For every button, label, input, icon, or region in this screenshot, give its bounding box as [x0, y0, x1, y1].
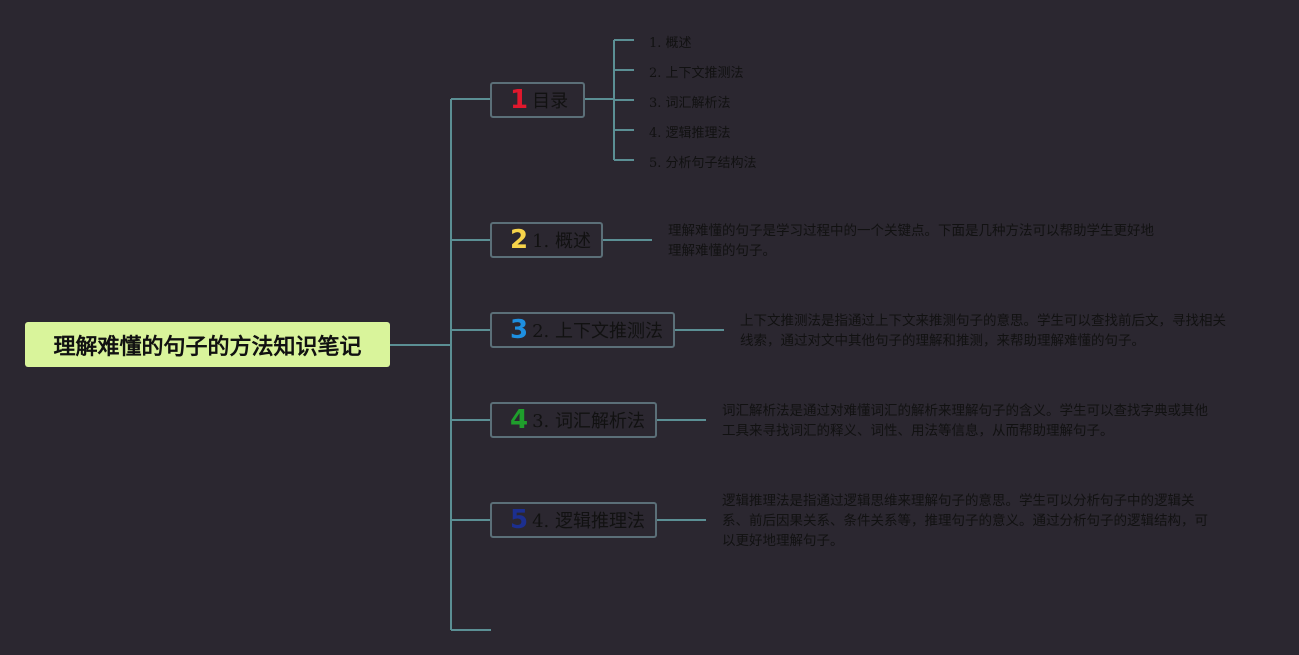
- branch-node-toc[interactable]: 1 目录: [490, 82, 585, 118]
- logic-description[interactable]: 逻辑推理法是指通过逻辑思维来理解句子的意思。学生可以分析句子中的逻辑关系、前后因…: [722, 493, 1208, 549]
- overview-description[interactable]: 理解难懂的句子是学习过程中的一个关键点。下面是几种方法可以帮助学生更好地理解难懂…: [668, 223, 1154, 259]
- branch-label: 3. 词汇解析法: [532, 411, 645, 432]
- vocab-description[interactable]: 词汇解析法是通过对难懂词汇的解析来理解句子的含义。学生可以查找字典或其他工具来寻…: [722, 403, 1208, 439]
- number-3-icon: 3: [510, 315, 529, 345]
- toc-item[interactable]: 3. 词汇解析法: [649, 96, 731, 111]
- root-topic[interactable]: 理解难懂的句子的方法知识笔记: [25, 322, 390, 367]
- branch-node-context[interactable]: 3 2. 上下文推测法: [490, 312, 675, 348]
- root-title: 理解难懂的句子的方法知识笔记: [53, 334, 362, 360]
- number-5-icon: 5: [510, 505, 529, 535]
- number-1-icon: 1: [510, 85, 529, 115]
- toc-item[interactable]: 5. 分析句子结构法: [649, 156, 757, 171]
- branch-label: 2. 上下文推测法: [532, 321, 663, 342]
- branch-label: 目录: [532, 91, 569, 112]
- branch-node-logic[interactable]: 5 4. 逻辑推理法: [490, 502, 657, 538]
- toc-item[interactable]: 1. 概述: [649, 36, 692, 51]
- number-4-icon: 4: [510, 405, 529, 435]
- number-2-icon: 2: [510, 225, 529, 255]
- context-description[interactable]: 上下文推测法是指通过上下文来推测句子的意思。学生可以查找前后文，寻找相关线索，通…: [740, 313, 1226, 349]
- toc-item[interactable]: 4. 逻辑推理法: [649, 126, 731, 141]
- toc-item[interactable]: 2. 上下文推测法: [649, 66, 744, 81]
- branch-node-vocab[interactable]: 4 3. 词汇解析法: [490, 402, 657, 438]
- branch-label: 4. 逻辑推理法: [532, 511, 645, 532]
- branch-node-overview[interactable]: 2 1. 概述: [490, 222, 603, 258]
- branch-label: 1. 概述: [532, 231, 591, 252]
